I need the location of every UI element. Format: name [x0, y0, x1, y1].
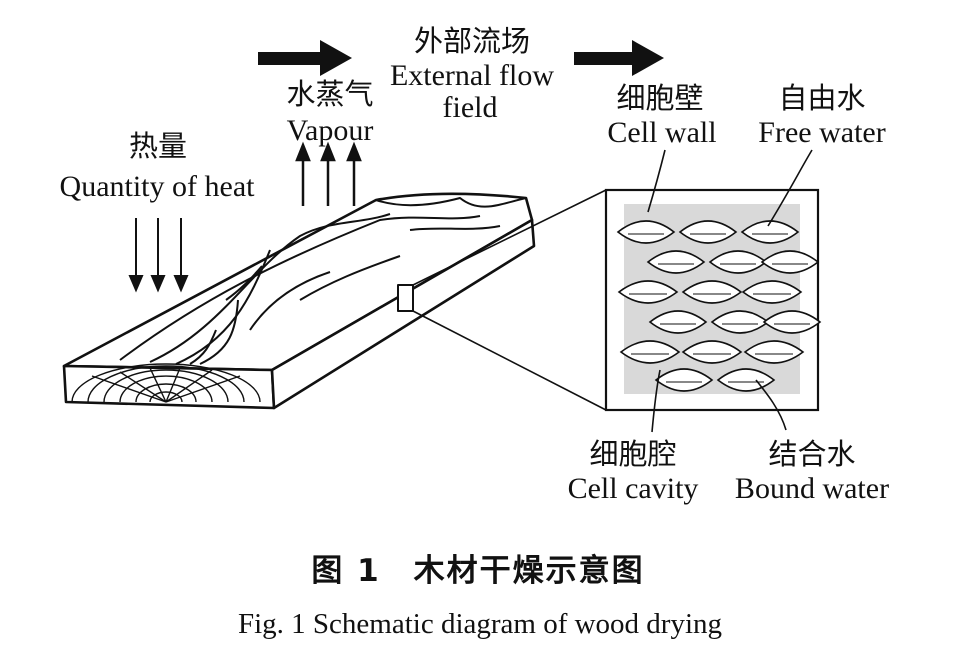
- cell-cavity: [762, 310, 822, 334]
- cell-wall-label-en: Cell wall: [607, 116, 717, 149]
- flow-arrow-left: [258, 40, 352, 76]
- flow-label-cn: 外部流场: [413, 24, 531, 58]
- bound-water-label-cn: 结合水: [768, 437, 856, 471]
- free-water-label-cn: 自由水: [778, 81, 866, 115]
- bound-water-label-en: Bound water: [734, 472, 890, 505]
- cell-cavity: [743, 340, 805, 364]
- heat-label-cn: 热量: [128, 129, 188, 163]
- cell-cavity: [617, 280, 679, 304]
- cell-cavity-label-en: Cell cavity: [567, 472, 699, 505]
- cell-cavity: [648, 310, 708, 334]
- cell-cavity: [740, 220, 800, 244]
- vapour-arrows: [295, 141, 362, 206]
- free-water-label-en: Free water: [758, 116, 886, 149]
- cell-cavity: [616, 220, 676, 244]
- cell-cavity: [646, 250, 706, 274]
- figure-caption-en: Fig. 1 Schematic diagram of wood drying: [237, 608, 723, 640]
- leader-lines: [647, 149, 813, 433]
- flow-label-en-1: External flow: [389, 59, 555, 92]
- cell-cavity: [760, 250, 820, 274]
- cell-structure-box: [604, 188, 822, 412]
- flow-arrow-right: [574, 40, 664, 76]
- heat-arrows: [128, 218, 189, 293]
- vapour-label-cn: 水蒸气: [286, 77, 374, 111]
- cell-cavity: [654, 368, 714, 392]
- cell-cavity: [678, 220, 738, 244]
- cell-cavity: [681, 340, 743, 364]
- cell-cavity: [681, 280, 743, 304]
- figure-caption-cn: 图 1 木材干燥示意图: [311, 553, 645, 589]
- wood-board: [62, 192, 536, 410]
- cell-cavity: [741, 280, 803, 304]
- vapour-label-en: Vapour: [286, 114, 374, 147]
- cell-wall-label-cn: 细胞壁: [616, 81, 704, 115]
- cell-cavity-label-cn: 细胞腔: [589, 437, 677, 471]
- flow-label-en-2: field: [442, 91, 498, 124]
- cell-cavity: [619, 340, 681, 364]
- heat-label-en: Quantity of heat: [59, 170, 255, 203]
- zoom-lines: [412, 189, 607, 411]
